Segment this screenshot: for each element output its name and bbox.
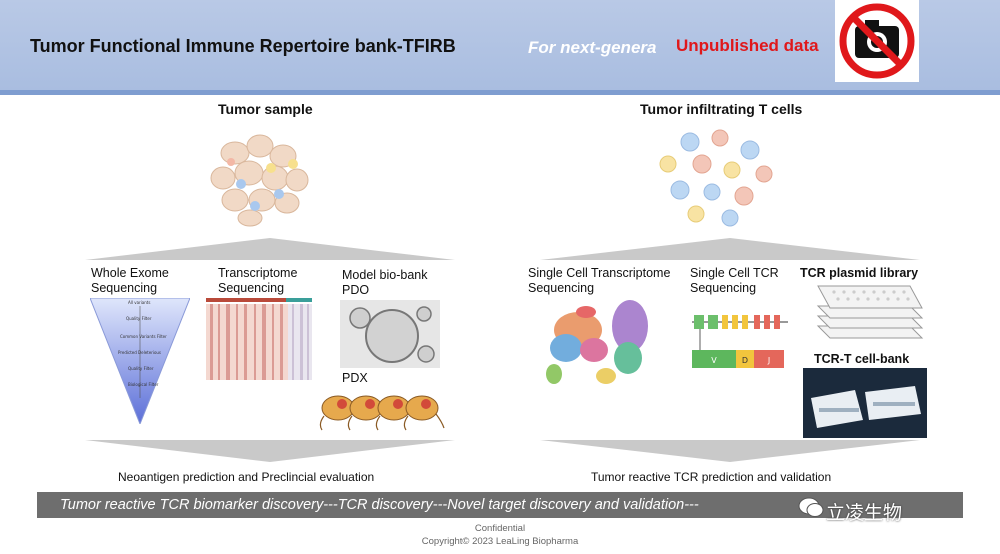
left-caption: Neoantigen prediction and Preclincial ev… bbox=[118, 470, 375, 484]
svg-text:All variants: All variants bbox=[128, 300, 150, 305]
unpublished-label: Unpublished data bbox=[676, 36, 819, 55]
svg-text:Biological Filter: Biological Filter bbox=[128, 382, 159, 387]
tumor-sample-title: Tumor sample bbox=[218, 101, 313, 117]
biobank-label: Model bio-bank PDO bbox=[342, 268, 428, 297]
left-bottom-wedge bbox=[85, 440, 455, 462]
right-caption: Tumor reactive TCR prediction and valida… bbox=[591, 470, 832, 484]
discovery-banner-text: Tumor reactive TCR biomarker discovery--… bbox=[60, 497, 699, 513]
tumor-infiltrating-title: Tumor infiltrating T cells bbox=[640, 101, 803, 117]
svg-text:Predicted Deleterious: Predicted Deleterious bbox=[118, 350, 161, 355]
tcr-segment-diagram: V D J bbox=[692, 315, 788, 368]
tcr-t-cellbank-label: TCR-T cell-bank bbox=[814, 352, 910, 366]
tumor-cell-cluster bbox=[210, 134, 309, 227]
wechat-icon bbox=[798, 497, 824, 517]
cellbank-photo bbox=[803, 368, 927, 438]
v-segment-label: V bbox=[711, 356, 717, 365]
pdx-label: PDX bbox=[342, 371, 368, 385]
svg-text:Quality Filter: Quality Filter bbox=[128, 366, 154, 371]
j-segment-label: J bbox=[767, 356, 770, 365]
transcriptome-label: Transcriptome Sequencing bbox=[218, 266, 298, 295]
page-title: Tumor Functional Immune Repertoire bank-… bbox=[30, 36, 456, 56]
company-watermark: 立凌生物 bbox=[826, 503, 903, 524]
wes-label: Whole Exome Sequencing bbox=[91, 266, 169, 295]
pdo-organoid-image bbox=[340, 300, 440, 368]
plasmid-plate-stack bbox=[816, 285, 924, 339]
umap-plot bbox=[546, 300, 648, 384]
pdx-mice-illustration bbox=[319, 395, 445, 431]
left-top-wedge bbox=[85, 238, 455, 260]
header-divider bbox=[0, 90, 1000, 95]
transcriptome-heatmap bbox=[206, 298, 312, 380]
right-bottom-wedge bbox=[540, 440, 920, 462]
no-camera-icon bbox=[835, 0, 919, 82]
svg-text:Common Variants Filter: Common Variants Filter bbox=[120, 334, 167, 339]
svg-text:Quality Filter: Quality Filter bbox=[126, 316, 152, 321]
sc-tcr-label: Single Cell TCR Sequencing bbox=[690, 266, 779, 295]
page-subtitle: For next-genera bbox=[528, 38, 657, 57]
t-cell-scatter bbox=[659, 129, 773, 227]
sc-transcriptome-label: Single Cell Transcriptome Sequencing bbox=[528, 266, 671, 295]
copyright-label: Copyright© 2023 LeaLing Biopharma bbox=[421, 536, 579, 547]
right-top-wedge bbox=[540, 238, 920, 260]
d-segment-label: D bbox=[742, 356, 748, 365]
confidential-label: Confidential bbox=[474, 523, 526, 534]
header-bar bbox=[0, 0, 1000, 90]
tcr-plasmid-label: TCR plasmid library bbox=[800, 266, 919, 280]
